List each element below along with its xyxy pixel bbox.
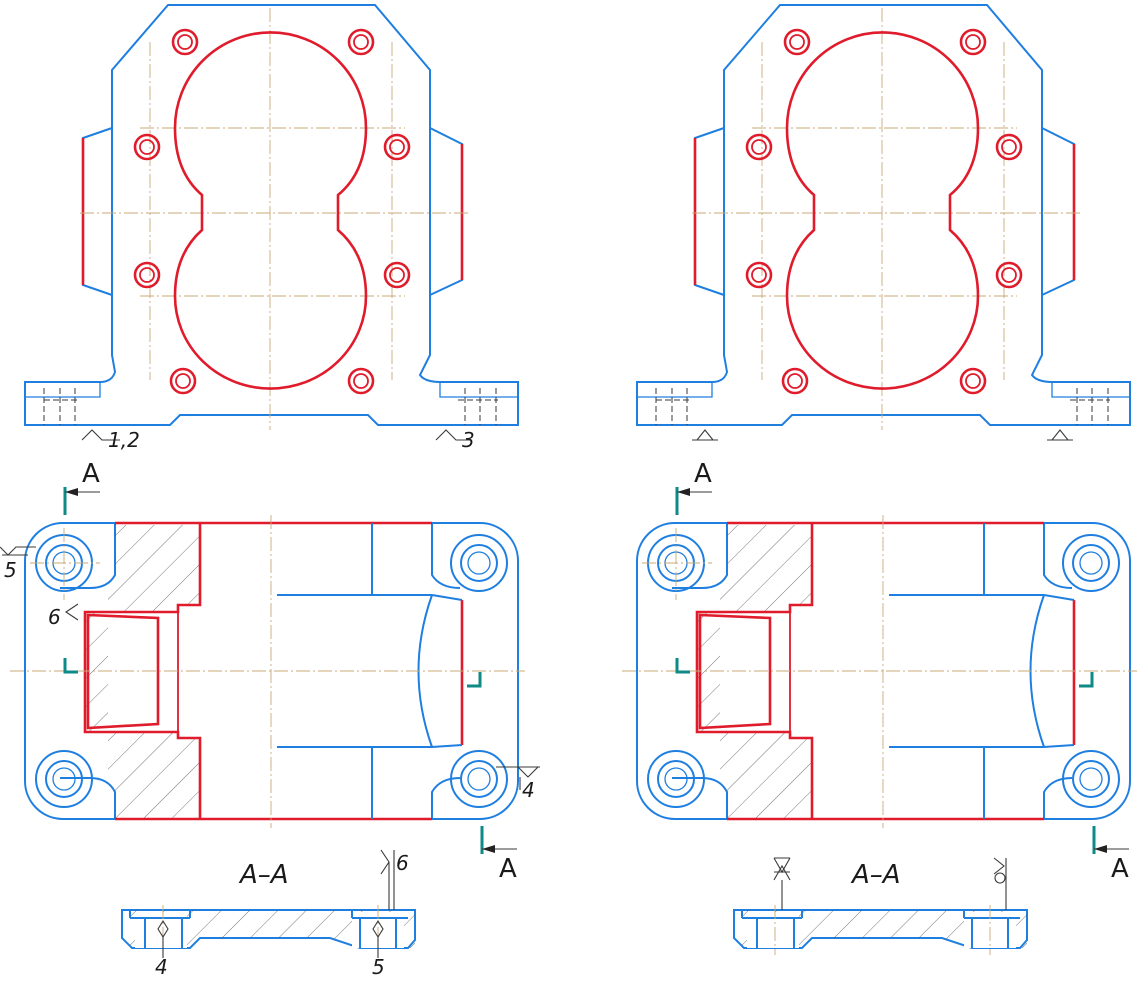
section-title-left: A–A — [238, 860, 289, 890]
label-base-right: 3 — [462, 428, 475, 452]
datum-mark — [692, 429, 718, 441]
label-plan-4: 4 — [522, 778, 535, 802]
section-letter-bottom: A — [499, 854, 517, 884]
label-plan-5: 5 — [4, 558, 17, 582]
label-section-6: 6 — [396, 851, 409, 875]
bolt-holes — [133, 28, 411, 395]
section-letter-bottom-right: A — [1111, 854, 1129, 884]
label-base-left: 1,2 — [108, 428, 140, 452]
plan-view-left: A A 5 6 4 — [0, 459, 540, 884]
label-plan-6: 6 — [48, 605, 61, 629]
front-view-right — [636, 4, 1131, 441]
base-holes-left — [43, 388, 80, 425]
label-section-5: 5 — [372, 955, 385, 979]
section-hatch — [85, 525, 200, 818]
base-holes-right — [458, 388, 498, 425]
section-letter-top-right: A — [694, 459, 712, 489]
front-view-left: 1,2 3 — [24, 4, 519, 452]
section-letter-top: A — [82, 459, 100, 489]
right-boss — [429, 127, 463, 296]
section-aa-left: A–A 4 5 6 — [121, 849, 416, 979]
housing-outline — [24, 4, 519, 426]
tolerance-symbol — [773, 857, 791, 910]
cut-profile — [83, 523, 202, 819]
label-section-4: 4 — [155, 955, 168, 979]
section-title-right: A–A — [850, 860, 901, 890]
section-aa-right: A–A — [733, 857, 1028, 955]
plan-view-right: A A — [622, 459, 1137, 884]
left-boss — [82, 127, 113, 296]
bore — [86, 613, 160, 730]
gear-cavity — [173, 31, 368, 390]
datum-mark — [1047, 429, 1073, 441]
tolerance-symbol — [993, 857, 1007, 910]
